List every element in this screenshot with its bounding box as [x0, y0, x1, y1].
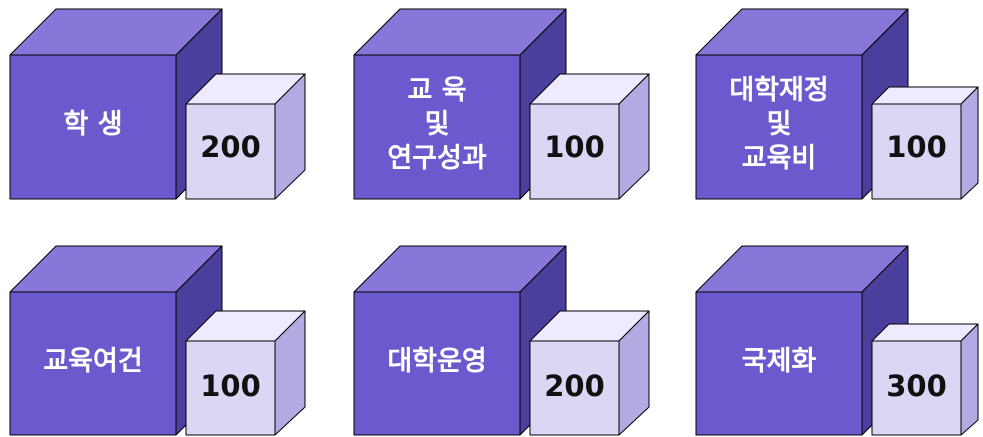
- category-block-4: 교육여건 100: [0, 237, 306, 437]
- category-score: 100: [544, 130, 605, 164]
- cube-graphic: [695, 245, 979, 436]
- cube-graphic: [9, 8, 306, 200]
- category-score: 300: [886, 369, 947, 403]
- category-block-5: 대학운영 200: [344, 237, 650, 437]
- cube-graphic: [695, 8, 979, 200]
- category-score: 200: [200, 130, 261, 164]
- category-score: 100: [200, 369, 261, 403]
- category-block-1: 학 생 200: [0, 0, 306, 200]
- cube-graphic: [353, 8, 650, 200]
- category-label: 교육여건: [43, 346, 143, 377]
- cube-graphic: [9, 245, 306, 436]
- category-score: 100: [886, 130, 947, 164]
- category-block-3: 대학재정 및 교육비 100: [686, 0, 983, 200]
- category-label: 대학운영: [387, 346, 487, 377]
- category-label: 대학재정 및 교육비: [729, 75, 829, 174]
- category-label: 학 생: [63, 109, 123, 140]
- category-label: 국제화: [741, 346, 817, 377]
- cube-graphic: [353, 245, 650, 436]
- category-block-6: 국제화 300: [686, 237, 983, 437]
- category-block-2: 교 육 및 연구성과 100: [344, 0, 650, 200]
- category-score: 200: [544, 369, 605, 403]
- category-label: 교 육 및 연구성과: [387, 75, 487, 174]
